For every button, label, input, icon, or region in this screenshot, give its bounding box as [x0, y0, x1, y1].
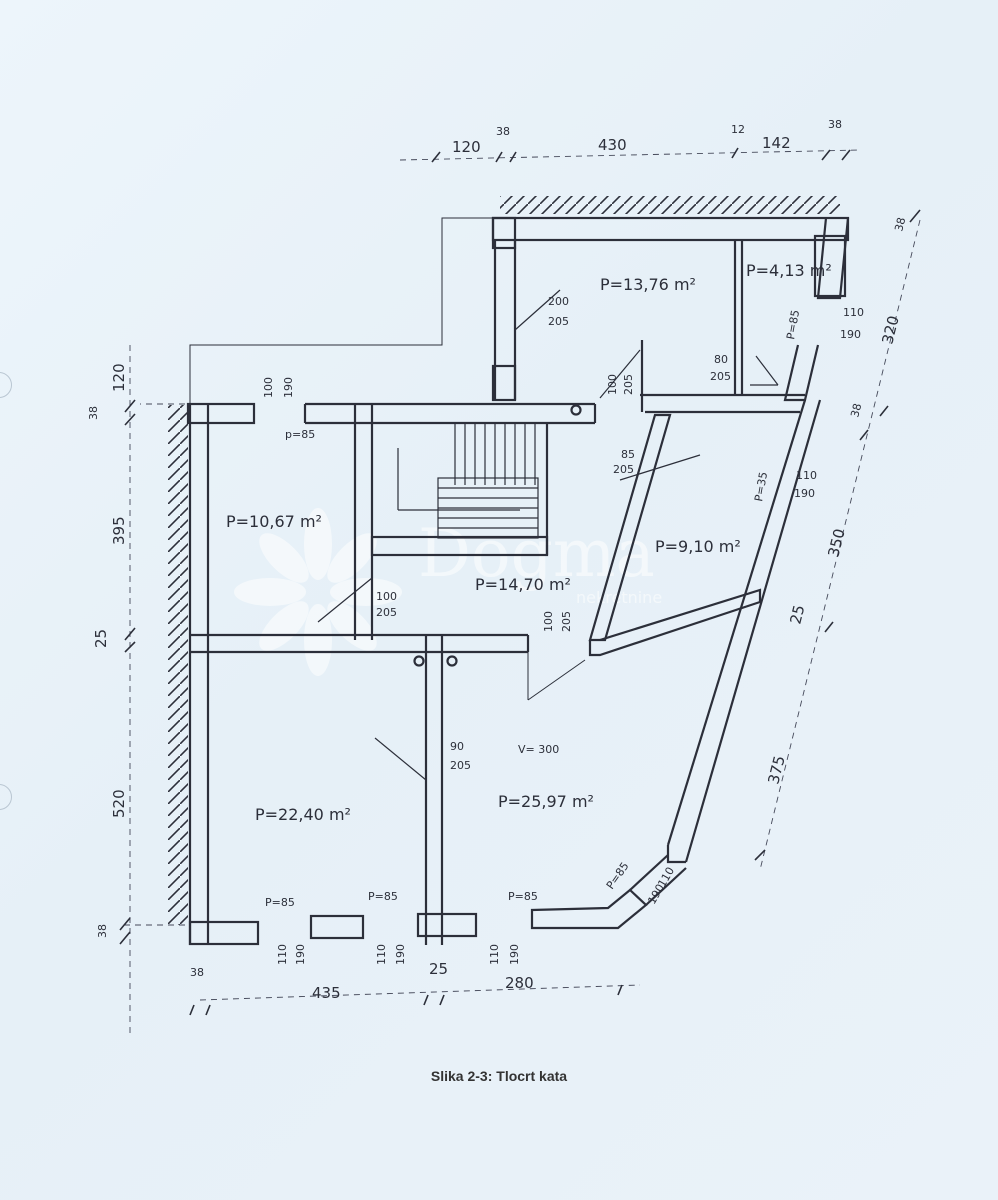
room-left-label: P=10,67 m²: [226, 512, 322, 531]
hatch-left: [168, 405, 188, 925]
dim-top-3: 430: [598, 136, 627, 154]
dim-bottom-1: 38: [190, 966, 204, 979]
room-bottom-right-label: P=25,97 m²: [498, 792, 594, 811]
room-middle-right-label: P=9,10 m²: [655, 537, 741, 556]
opening-7-width: 100: [542, 611, 555, 632]
opening-labels: 200 205 80 205 100 205 100 190 85 205 10…: [262, 295, 864, 965]
top-dimensions: 120 38 430 12 142 38: [452, 118, 842, 156]
opening-4-height: 190: [282, 377, 295, 398]
sill-top-left: p=85: [285, 428, 315, 441]
dim-bottom-4: 280: [505, 974, 534, 992]
window-3-height: 190: [294, 944, 307, 965]
sill-corner: P=85: [604, 860, 632, 892]
dim-right-1: 38: [892, 216, 908, 233]
window-2-width: 110: [796, 469, 817, 482]
dim-top-2: 38: [496, 125, 510, 138]
sill-bottom-3: P=85: [508, 890, 538, 903]
dim-top-1: 120: [452, 138, 481, 156]
window-5-width: 110: [488, 944, 501, 965]
sill-right-mid: P=35: [752, 471, 770, 503]
dim-left-3: 395: [110, 516, 128, 545]
window-2-height: 190: [794, 487, 815, 500]
opening-8-width: 90: [450, 740, 464, 753]
opening-2-width: 80: [714, 353, 728, 366]
watermark: Dogma nekretnine: [234, 508, 662, 676]
dim-top-5: 142: [762, 134, 791, 152]
room-labels: P=13,76 m² P=4,13 m² P=10,67 m² P=14,70 …: [226, 261, 832, 824]
room-bottom-left-label: P=22,40 m²: [255, 805, 351, 824]
opening-1-height: 205: [548, 315, 569, 328]
window-3-width: 110: [276, 944, 289, 965]
dim-right-4: 350: [824, 527, 848, 559]
window-5-height: 190: [508, 944, 521, 965]
room-small-right-label: P=4,13 m²: [746, 261, 832, 280]
room-hall-label: P=14,70 m²: [475, 575, 571, 594]
hatch-top: [500, 196, 840, 214]
left-dimensions: 38 120 395 25 520 38: [87, 363, 128, 938]
opening-3-width: 100: [606, 374, 619, 395]
opening-6-height: 205: [376, 606, 397, 619]
dim-left-2: 120: [110, 363, 128, 392]
window-1-width: 110: [843, 306, 864, 319]
opening-2-height: 205: [710, 370, 731, 383]
opening-3-height: 205: [622, 374, 635, 395]
dim-left-1: 38: [87, 406, 100, 420]
opening-5-height: 205: [613, 463, 634, 476]
right-dimensions: 38 320 38 350 25 375: [764, 216, 908, 786]
opening-7-height: 205: [560, 611, 573, 632]
dim-right-6: 375: [764, 754, 788, 786]
dim-right-3: 38: [848, 402, 864, 419]
sill-right-top: P=85: [784, 309, 802, 341]
figure-caption: Slika 2-3: Tlocrt kata: [430, 1068, 568, 1084]
dim-right-2: 320: [878, 314, 902, 346]
watermark-logo-icon: [234, 508, 402, 676]
sill-bottom-2: P=85: [368, 890, 398, 903]
opening-4-width: 100: [262, 377, 275, 398]
height-note: V= 300: [518, 743, 559, 756]
dimension-lines: [120, 149, 921, 1035]
opening-6-width: 100: [376, 590, 397, 603]
window-1-height: 190: [840, 328, 861, 341]
dim-left-4: 25: [92, 629, 110, 648]
dim-left-5: 520: [110, 789, 128, 818]
opening-8-height: 205: [450, 759, 471, 772]
opening-5-width: 85: [621, 448, 635, 461]
dim-right-5: 25: [786, 603, 808, 626]
watermark-sub: nekretnine: [576, 588, 662, 607]
sill-labels: p=85 P=85 P=35 P=85 P=85 P=85 P=85: [265, 309, 802, 909]
dim-left-6: 38: [96, 924, 109, 938]
window-4-width: 110: [375, 944, 388, 965]
dim-top-6: 38: [828, 118, 842, 131]
room-upper-right-label: P=13,76 m²: [600, 275, 696, 294]
opening-1-width: 200: [548, 295, 569, 308]
sill-bottom-1: P=85: [265, 896, 295, 909]
dim-bottom-3: 25: [429, 960, 448, 978]
dim-bottom-2: 435: [312, 984, 341, 1002]
window-4-height: 190: [394, 944, 407, 965]
walls: [186, 216, 850, 946]
bottom-dimensions: 38 435 25 280: [190, 960, 534, 1002]
dim-top-4: 12: [731, 123, 745, 136]
dimension-ticks: [119, 147, 921, 1016]
